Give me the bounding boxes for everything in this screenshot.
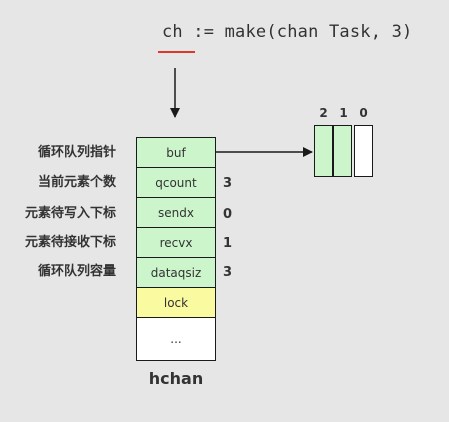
field-lock: lock — [136, 287, 216, 318]
value-dataqsiz: 3 — [223, 265, 233, 280]
label-qcount: 当前元素个数 — [37, 175, 116, 190]
code-variable-underline — [158, 51, 195, 53]
label-dataqsiz: 循环队列容量 — [37, 264, 116, 279]
value-sendx: 0 — [223, 207, 233, 222]
value-recvx: 1 — [223, 236, 233, 251]
field-sendx: sendx — [136, 197, 216, 228]
label-recvx: 元素待接收下标 — [24, 235, 116, 250]
buffer-index-2: 2 — [319, 106, 328, 120]
field-qcount: qcount — [136, 167, 216, 198]
buffer-index-0: 0 — [359, 106, 368, 120]
code-snippet: ch := make(chan Task, 3) — [162, 22, 413, 42]
value-qcount: 3 — [223, 176, 233, 191]
buffer-slot-0 — [354, 125, 373, 177]
field-ellipsis: ... — [136, 317, 216, 361]
buffer-index-1: 1 — [339, 106, 348, 120]
struct-name: hchan — [148, 369, 204, 388]
label-sendx: 元素待写入下标 — [24, 206, 116, 221]
field-buf: buf — [136, 137, 216, 168]
label-buf: 循环队列指针 — [37, 145, 116, 160]
field-recvx: recvx — [136, 227, 216, 258]
field-dataqsiz: dataqsiz — [136, 257, 216, 288]
buffer-slot-1 — [333, 125, 352, 177]
buffer-slot-2 — [314, 125, 333, 177]
